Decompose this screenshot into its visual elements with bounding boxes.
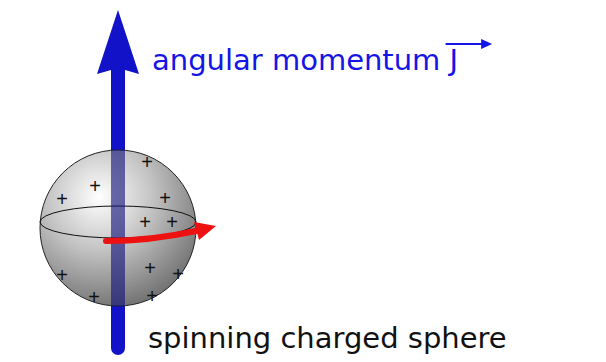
charge-sign: +	[146, 286, 158, 306]
charge-sign: +	[159, 188, 171, 208]
charge-sign: +	[56, 189, 68, 209]
charge-sign: +	[88, 287, 100, 307]
rotation-arrow-head	[194, 222, 216, 240]
quantity-label: angular momentum J	[152, 44, 458, 77]
charge-sign: +	[89, 176, 101, 196]
charge-sign: +	[172, 264, 184, 284]
charge-sign: +	[56, 265, 68, 285]
angular-momentum-head	[97, 10, 139, 74]
caption-label: spinning charged sphere	[148, 322, 507, 355]
shaft-inside-sphere	[111, 140, 125, 320]
charge-sign: +	[139, 212, 151, 232]
charge-sign: +	[144, 258, 156, 278]
charge-sign: +	[141, 152, 153, 172]
rotation-arrow	[106, 231, 196, 241]
angular-momentum-shaft	[111, 66, 125, 355]
vector-mark-head	[481, 39, 492, 49]
charge-sign: +	[166, 212, 178, 232]
